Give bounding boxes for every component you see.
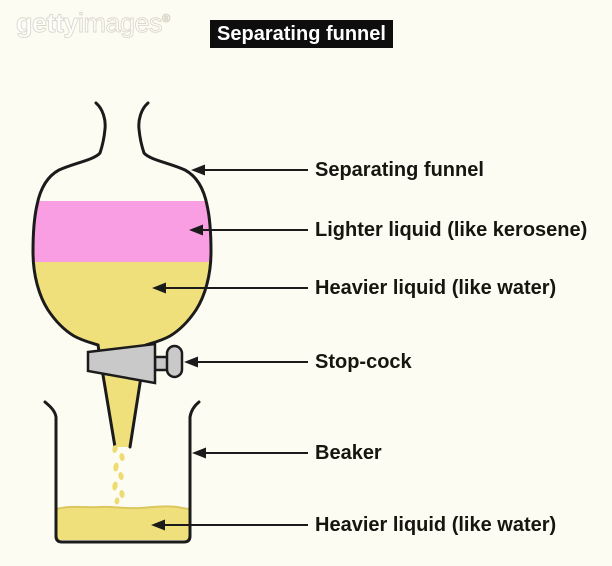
arrow-lighter-liquid — [189, 224, 308, 236]
label-lighter-liquid: Lighter liquid (like kerosene) — [315, 219, 588, 241]
watermark-brand-light: images — [78, 8, 163, 39]
label-beaker: Beaker — [315, 442, 382, 464]
arrow-beaker — [192, 447, 308, 459]
beaker-liquid-surface — [56, 505, 190, 510]
watermark-brand-bold: getty — [16, 8, 79, 39]
arrow-heavier-liquid-beaker — [151, 519, 308, 531]
label-heavier-liquid-funnel: Heavier liquid (like water) — [315, 277, 557, 299]
watermark: gettyimages® — [16, 8, 171, 39]
funnel-outline-left — [31, 101, 117, 449]
beaker-outline — [43, 400, 201, 544]
label-heavier-liquid-beaker: Heavier liquid (like water) — [315, 514, 557, 536]
arrow-heavier-liquid-funnel — [152, 282, 308, 294]
page-title: Separating funnel — [210, 20, 393, 48]
label-separating-funnel: Separating funnel — [315, 159, 484, 181]
arrow-stop-cock — [184, 356, 308, 368]
lighter-liquid-layer — [33, 201, 211, 262]
beaker-liquid — [57, 506, 189, 540]
funnel-outline-right — [128, 101, 213, 449]
arrow-separating-funnel — [191, 164, 308, 176]
label-stop-cock: Stop-cock — [315, 351, 412, 373]
stopcock-knob — [165, 344, 184, 379]
registered-mark-icon: ® — [162, 13, 171, 26]
stopcock-body — [86, 342, 157, 385]
stopcock — [86, 342, 184, 385]
droplets — [112, 445, 125, 505]
